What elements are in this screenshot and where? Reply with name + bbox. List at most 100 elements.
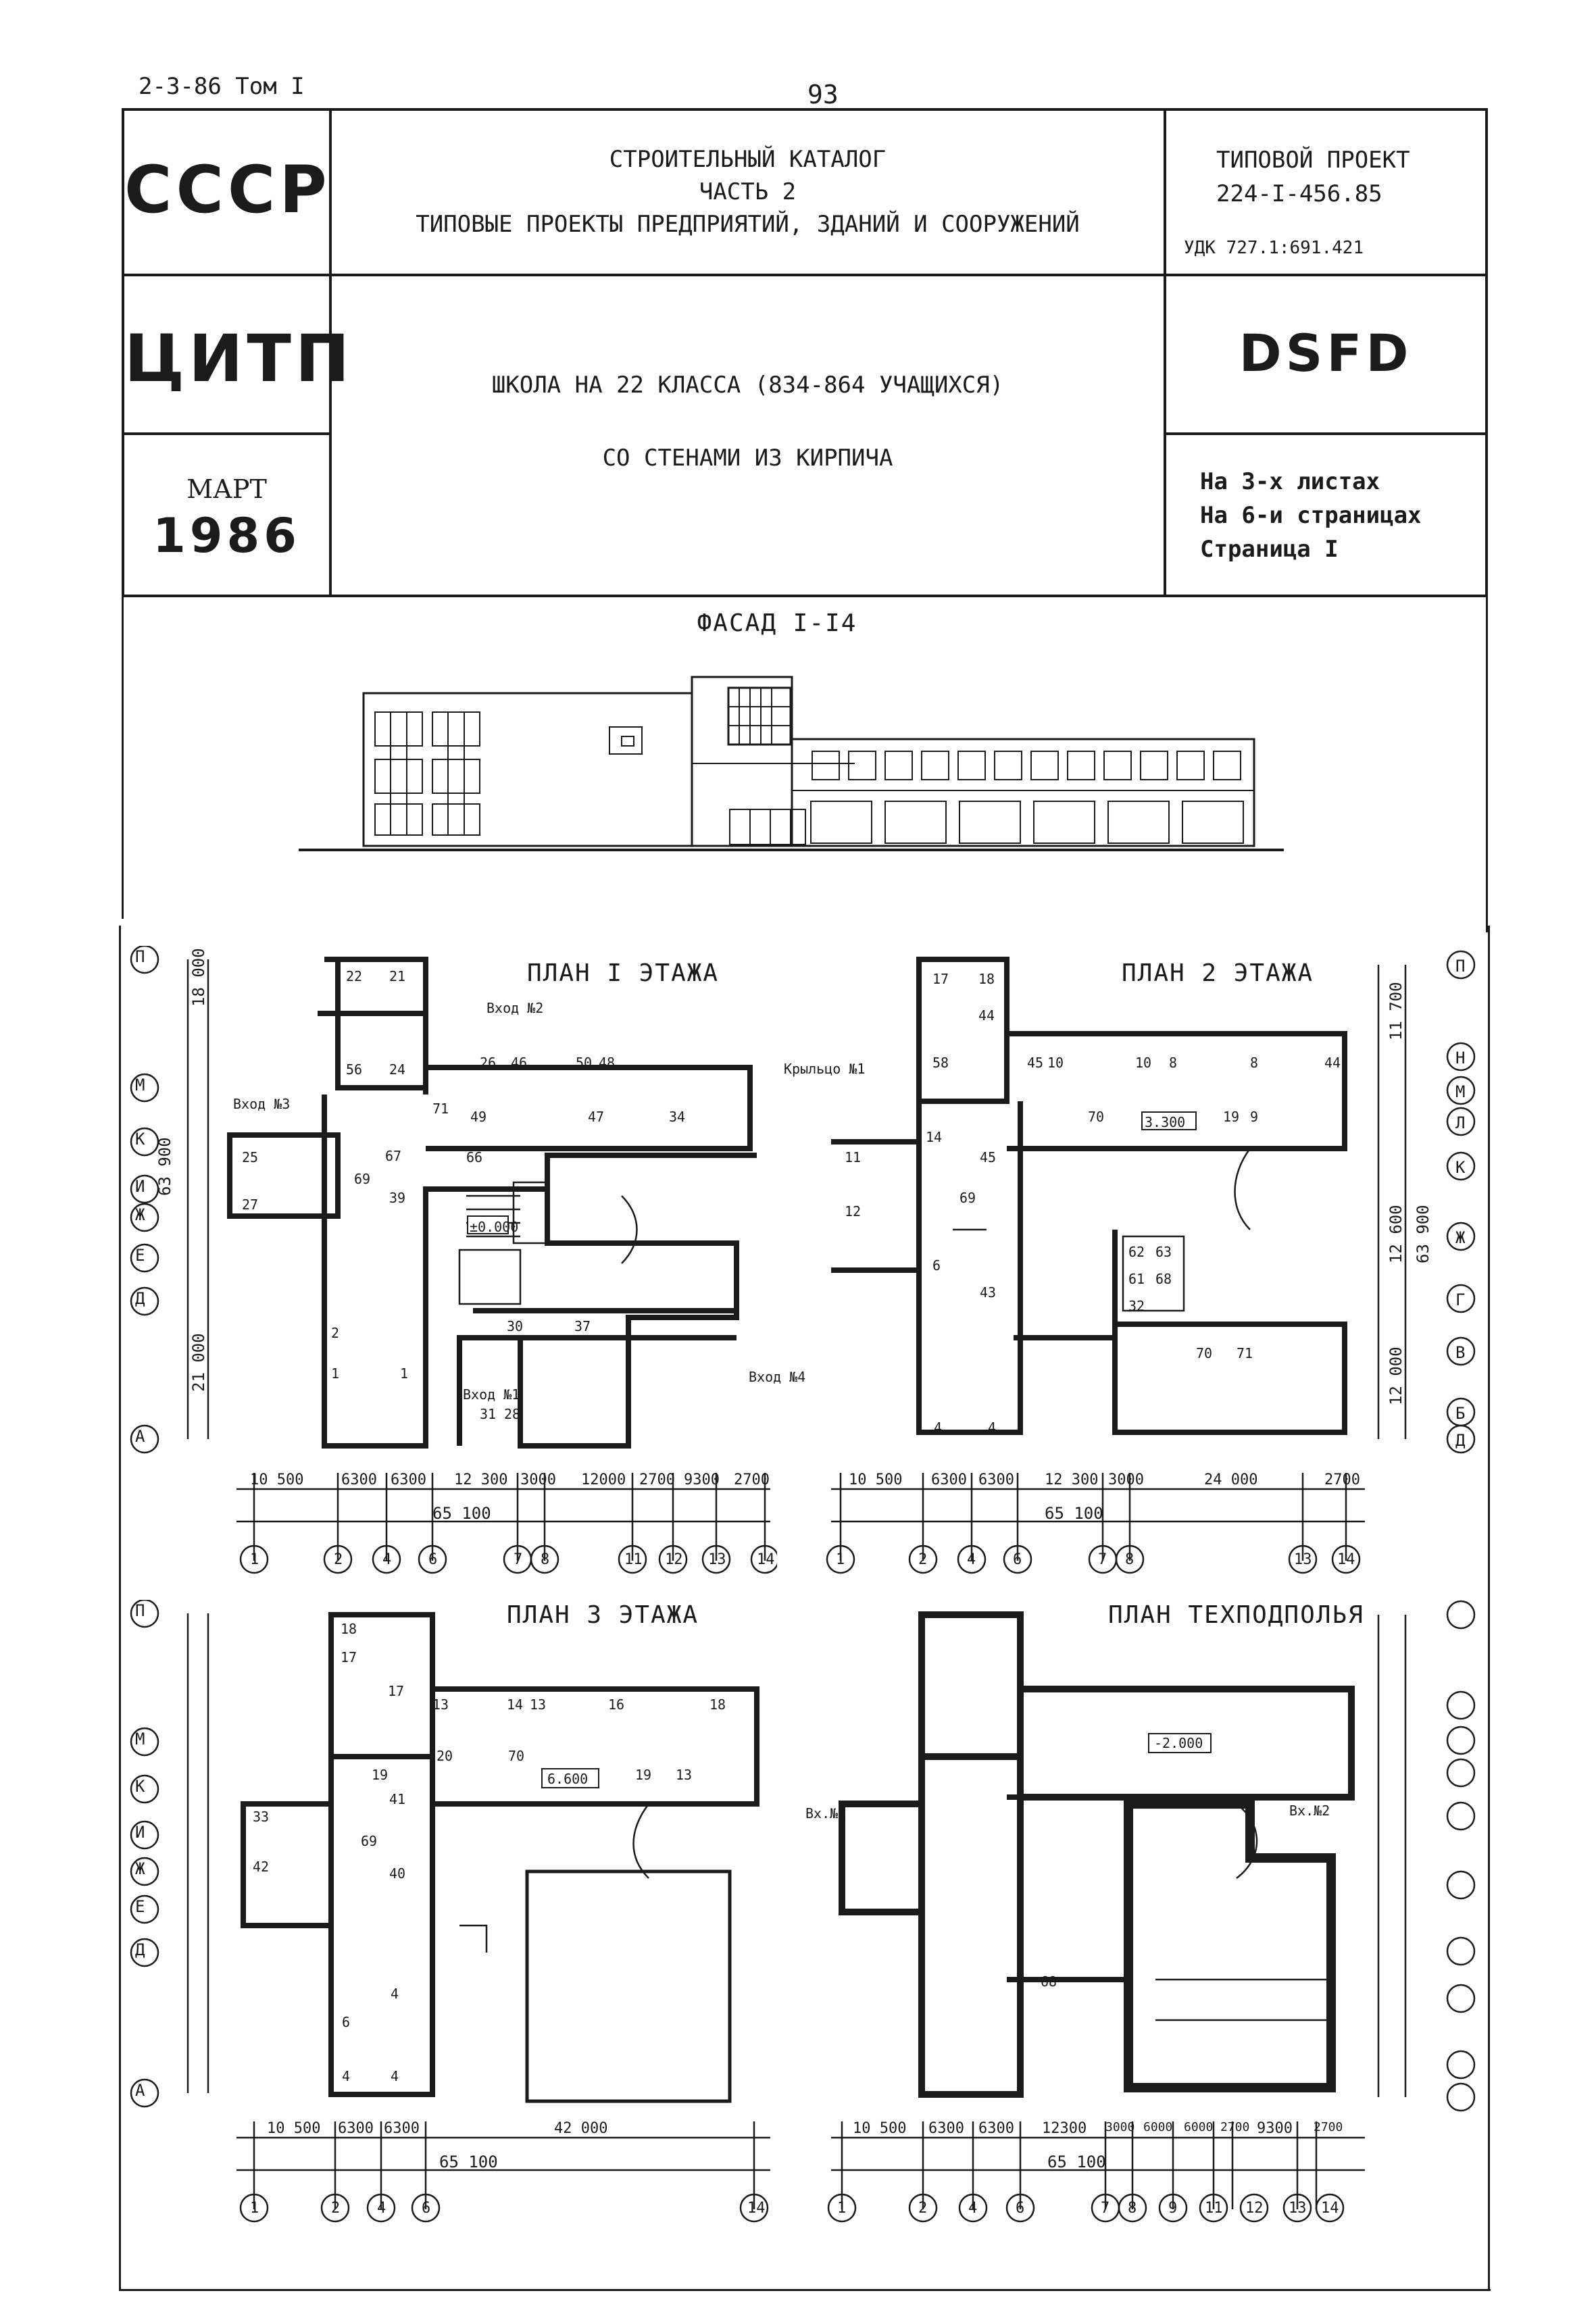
svg-text:19: 19 bbox=[635, 1767, 651, 1783]
svg-text:18: 18 bbox=[709, 1696, 726, 1713]
row-axis-lower-P: П bbox=[135, 1601, 145, 1620]
svg-text:34: 34 bbox=[669, 1109, 685, 1125]
right-total-dim: 63 900 bbox=[1414, 1205, 1432, 1263]
svg-text:14: 14 bbox=[926, 1129, 942, 1145]
project-label: ТИПОВОЙ ПРОЕКТ bbox=[1216, 147, 1410, 174]
floor1-dim-1: 6300 bbox=[341, 1472, 377, 1488]
svg-text:22: 22 bbox=[346, 968, 362, 984]
left-dim-18000: 18 000 bbox=[189, 948, 208, 1007]
plans-bottom-edge bbox=[119, 2289, 1491, 2291]
f2-axis-4: 4 bbox=[967, 1551, 976, 1568]
b-axis-8: 8 bbox=[1128, 2200, 1137, 2217]
svg-text:58: 58 bbox=[932, 1055, 949, 1071]
floor1-dim-5: 12000 bbox=[581, 1472, 626, 1488]
svg-text:31: 31 bbox=[480, 1406, 496, 1422]
floor1-dim-4: 3000 bbox=[520, 1472, 556, 1488]
basement-dim-4: 3000 bbox=[1105, 2120, 1135, 2134]
svg-text:62: 62 bbox=[1128, 1244, 1145, 1260]
basement-dim-0: 10 500 bbox=[853, 2120, 907, 2137]
catalog-heading: СТРОИТЕЛЬНЫЙ КАТАЛОГ ЧАСТЬ 2 ТИПОВЫЕ ПРО… bbox=[332, 143, 1164, 241]
f2-axis-14: 14 bbox=[1337, 1551, 1355, 1568]
svg-text:27: 27 bbox=[242, 1197, 258, 1213]
row-axis-lower-K: К bbox=[135, 1777, 145, 1796]
svg-text:13: 13 bbox=[676, 1767, 692, 1783]
floor3-dim-2: 6300 bbox=[384, 2120, 420, 2137]
floor3-dim-1: 6300 bbox=[338, 2120, 374, 2137]
floor2-dim-4: 3000 bbox=[1108, 1472, 1144, 1488]
svg-text:19: 19 bbox=[1223, 1109, 1239, 1125]
svg-text:2: 2 bbox=[331, 1325, 339, 1341]
svg-text:10: 10 bbox=[1135, 1055, 1151, 1071]
floor1-elevation: ±0.000 bbox=[470, 1219, 519, 1235]
right-dim-11700: 11 700 bbox=[1387, 982, 1405, 1040]
frame-right-lower bbox=[1486, 595, 1488, 932]
floor1-entrance-4: Вход №4 bbox=[749, 1369, 806, 1385]
svg-text:43: 43 bbox=[980, 1284, 996, 1301]
svg-text:25: 25 bbox=[242, 1149, 258, 1165]
svg-text:61: 61 bbox=[1128, 1271, 1145, 1287]
facade-title: ФАСАД I-I4 bbox=[697, 609, 857, 637]
floor2-total: 65 100 bbox=[1045, 1504, 1103, 1523]
svg-text:70: 70 bbox=[508, 1748, 524, 1764]
floor3-dim-3: 42 000 bbox=[554, 2120, 608, 2137]
row-axis-K: К bbox=[135, 1130, 145, 1149]
b-axis-13: 13 bbox=[1289, 2200, 1307, 2217]
svg-text:4: 4 bbox=[391, 1986, 399, 2002]
row-axis-right-Zh: Ж bbox=[1455, 1228, 1466, 1247]
floor1-dim-6: 2700 bbox=[639, 1472, 675, 1488]
row-axis-E: Е bbox=[135, 1246, 145, 1265]
svg-text:20: 20 bbox=[437, 1748, 453, 1764]
floor2-dim-1: 6300 bbox=[931, 1472, 967, 1488]
svg-text:16: 16 bbox=[608, 1696, 624, 1713]
svg-text:4: 4 bbox=[342, 2068, 350, 2084]
catalog-line-1: СТРОИТЕЛЬНЫЙ КАТАЛОГ bbox=[609, 146, 887, 173]
floor1-dim-8: 2700 bbox=[734, 1472, 770, 1488]
floor1-total: 65 100 bbox=[432, 1504, 491, 1523]
sheet-info: На 3-х листах На 6-и страницах Страница … bbox=[1200, 465, 1422, 566]
f3-axis-1: 1 bbox=[250, 2200, 259, 2217]
svg-text:69: 69 bbox=[361, 1833, 377, 1849]
svg-text:17: 17 bbox=[932, 971, 949, 987]
svg-text:48: 48 bbox=[599, 1055, 615, 1071]
svg-text:46: 46 bbox=[511, 1055, 527, 1071]
floor2-dim-3: 12 300 bbox=[1045, 1472, 1099, 1488]
row-axis-lower-M: М bbox=[135, 1730, 145, 1749]
catalog-line-2: ЧАСТЬ 2 bbox=[699, 178, 797, 205]
f2-axis-2: 2 bbox=[918, 1551, 928, 1568]
svg-text:39: 39 bbox=[389, 1190, 405, 1206]
frame-right bbox=[1485, 108, 1488, 595]
svg-text:30: 30 bbox=[507, 1318, 523, 1334]
row-axis-right-K: К bbox=[1455, 1158, 1466, 1177]
floor1-porch-1: Крыльцо №1 bbox=[784, 1061, 866, 1077]
basement-total: 65 100 bbox=[1047, 2153, 1106, 2171]
floor1-dim-7: 9300 bbox=[684, 1472, 720, 1488]
basement-dim-1: 6300 bbox=[928, 2120, 964, 2137]
catalog-line-3: ТИПОВЫЕ ПРОЕКТЫ ПРЕДПРИЯТИЙ, ЗДАНИЙ И СО… bbox=[416, 211, 1080, 238]
plan-floor2-title: ПЛАН 2 ЭТАЖА bbox=[1122, 959, 1314, 987]
svg-text:8: 8 bbox=[1169, 1055, 1177, 1071]
f1-axis-7: 7 bbox=[514, 1551, 523, 1568]
floor3-dim-0: 10 500 bbox=[267, 2120, 321, 2137]
f1-axis-6: 6 bbox=[428, 1551, 438, 1568]
f1-axis-1: 1 bbox=[250, 1551, 259, 1568]
row-axis-lower-I: И bbox=[135, 1823, 145, 1842]
svg-text:32: 32 bbox=[1128, 1298, 1145, 1314]
svg-text:70: 70 bbox=[1088, 1109, 1104, 1125]
row-axis-Zh: Ж bbox=[135, 1205, 145, 1224]
f1-axis-4: 4 bbox=[382, 1551, 392, 1568]
plan-basement-drawing: 68 bbox=[839, 1611, 1355, 2098]
col-divider-2 bbox=[1164, 108, 1166, 595]
org-stamp: ЦИТП bbox=[124, 321, 354, 397]
svg-text:10: 10 bbox=[1047, 1055, 1064, 1071]
svg-text:44: 44 bbox=[1324, 1055, 1341, 1071]
svg-text:17: 17 bbox=[341, 1649, 357, 1665]
row-axis-A: А bbox=[135, 1427, 145, 1446]
plans-right-edge bbox=[1488, 926, 1490, 2290]
frame-rule-stamp bbox=[122, 595, 1488, 597]
svg-text:49: 49 bbox=[470, 1109, 487, 1125]
stamp-year: 1986 bbox=[153, 508, 301, 563]
svg-text:41: 41 bbox=[389, 1791, 405, 1807]
